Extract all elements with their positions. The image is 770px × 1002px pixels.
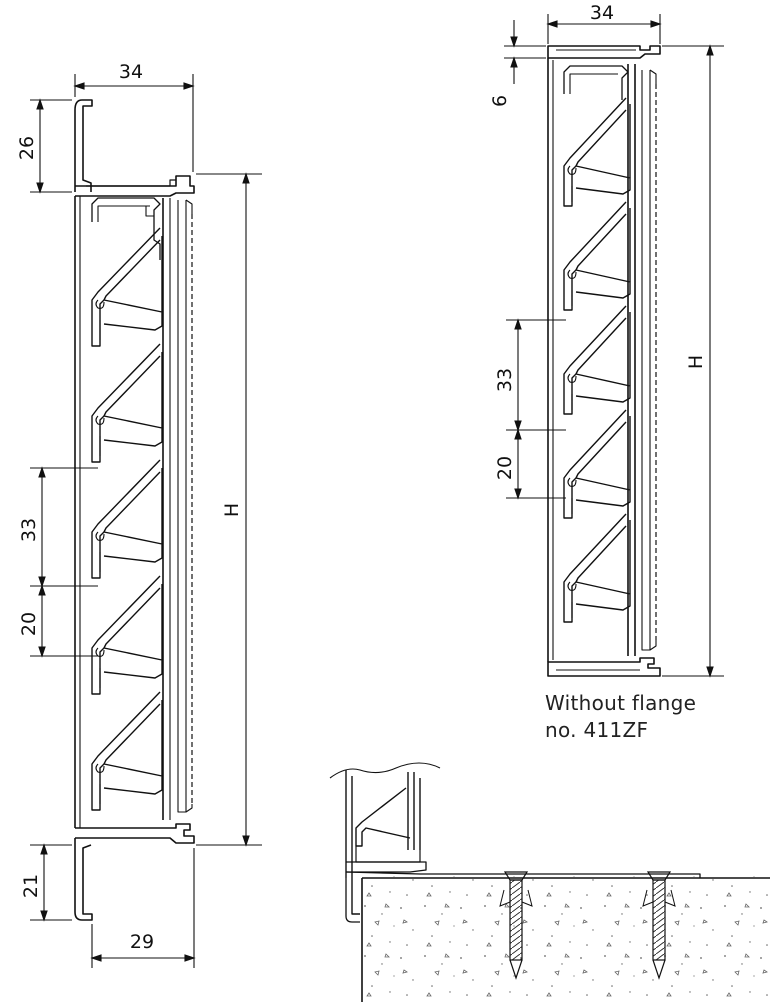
- left-bottom-rail: [75, 823, 195, 844]
- right-blade-1: [563, 97, 631, 207]
- right-dim-top-width: 34: [590, 2, 614, 24]
- left-louvre-blades: [91, 227, 163, 811]
- caption-line-2: no. 411ZF: [545, 718, 649, 742]
- left-top-rail: [75, 175, 195, 197]
- left-blade-5: [91, 691, 163, 811]
- right-blade-4: [563, 409, 631, 519]
- caption-line-1: Without flange: [545, 691, 697, 715]
- right-blade-5: [563, 513, 631, 623]
- left-bottom-flange: [74, 838, 93, 921]
- right-dim-pitch: 33: [494, 368, 516, 392]
- left-dim-bottom-flange: 21: [20, 874, 42, 898]
- left-blade-3: [91, 459, 163, 579]
- right-louvre-blades: [563, 97, 631, 623]
- left-dim-bottom-width: 29: [130, 931, 154, 953]
- left-dim-gap: 20: [18, 612, 40, 636]
- left-dim-top-flange: 26: [16, 136, 38, 160]
- right-dim-frame: 6: [489, 95, 511, 107]
- right-dim-gap: 20: [494, 456, 516, 480]
- right-top-rail: [547, 45, 661, 59]
- right-frame-right: [627, 64, 636, 656]
- left-blade-1: [91, 227, 163, 347]
- left-blade-2: [91, 343, 163, 463]
- left-dimensions: [30, 74, 262, 968]
- left-dim-top-width: 34: [119, 61, 143, 83]
- right-view-caption: Without flange no. 411ZF: [545, 690, 696, 744]
- wall-anchor-1: [499, 871, 533, 980]
- wall-anchor-2: [642, 871, 676, 980]
- detail-view: [329, 762, 770, 1002]
- right-dimensions: [504, 14, 724, 678]
- left-view: [74, 99, 195, 921]
- right-dim-height: H: [685, 355, 707, 369]
- left-top-flange: [74, 99, 93, 192]
- right-view: [547, 45, 661, 677]
- left-blade-4: [91, 575, 163, 695]
- right-blade-2: [563, 201, 631, 311]
- right-blade-3: [563, 305, 631, 415]
- right-bottom-rail: [547, 657, 661, 677]
- concrete-wall: [362, 876, 770, 1002]
- left-dim-height: H: [221, 503, 243, 517]
- left-dim-pitch: 33: [18, 518, 40, 542]
